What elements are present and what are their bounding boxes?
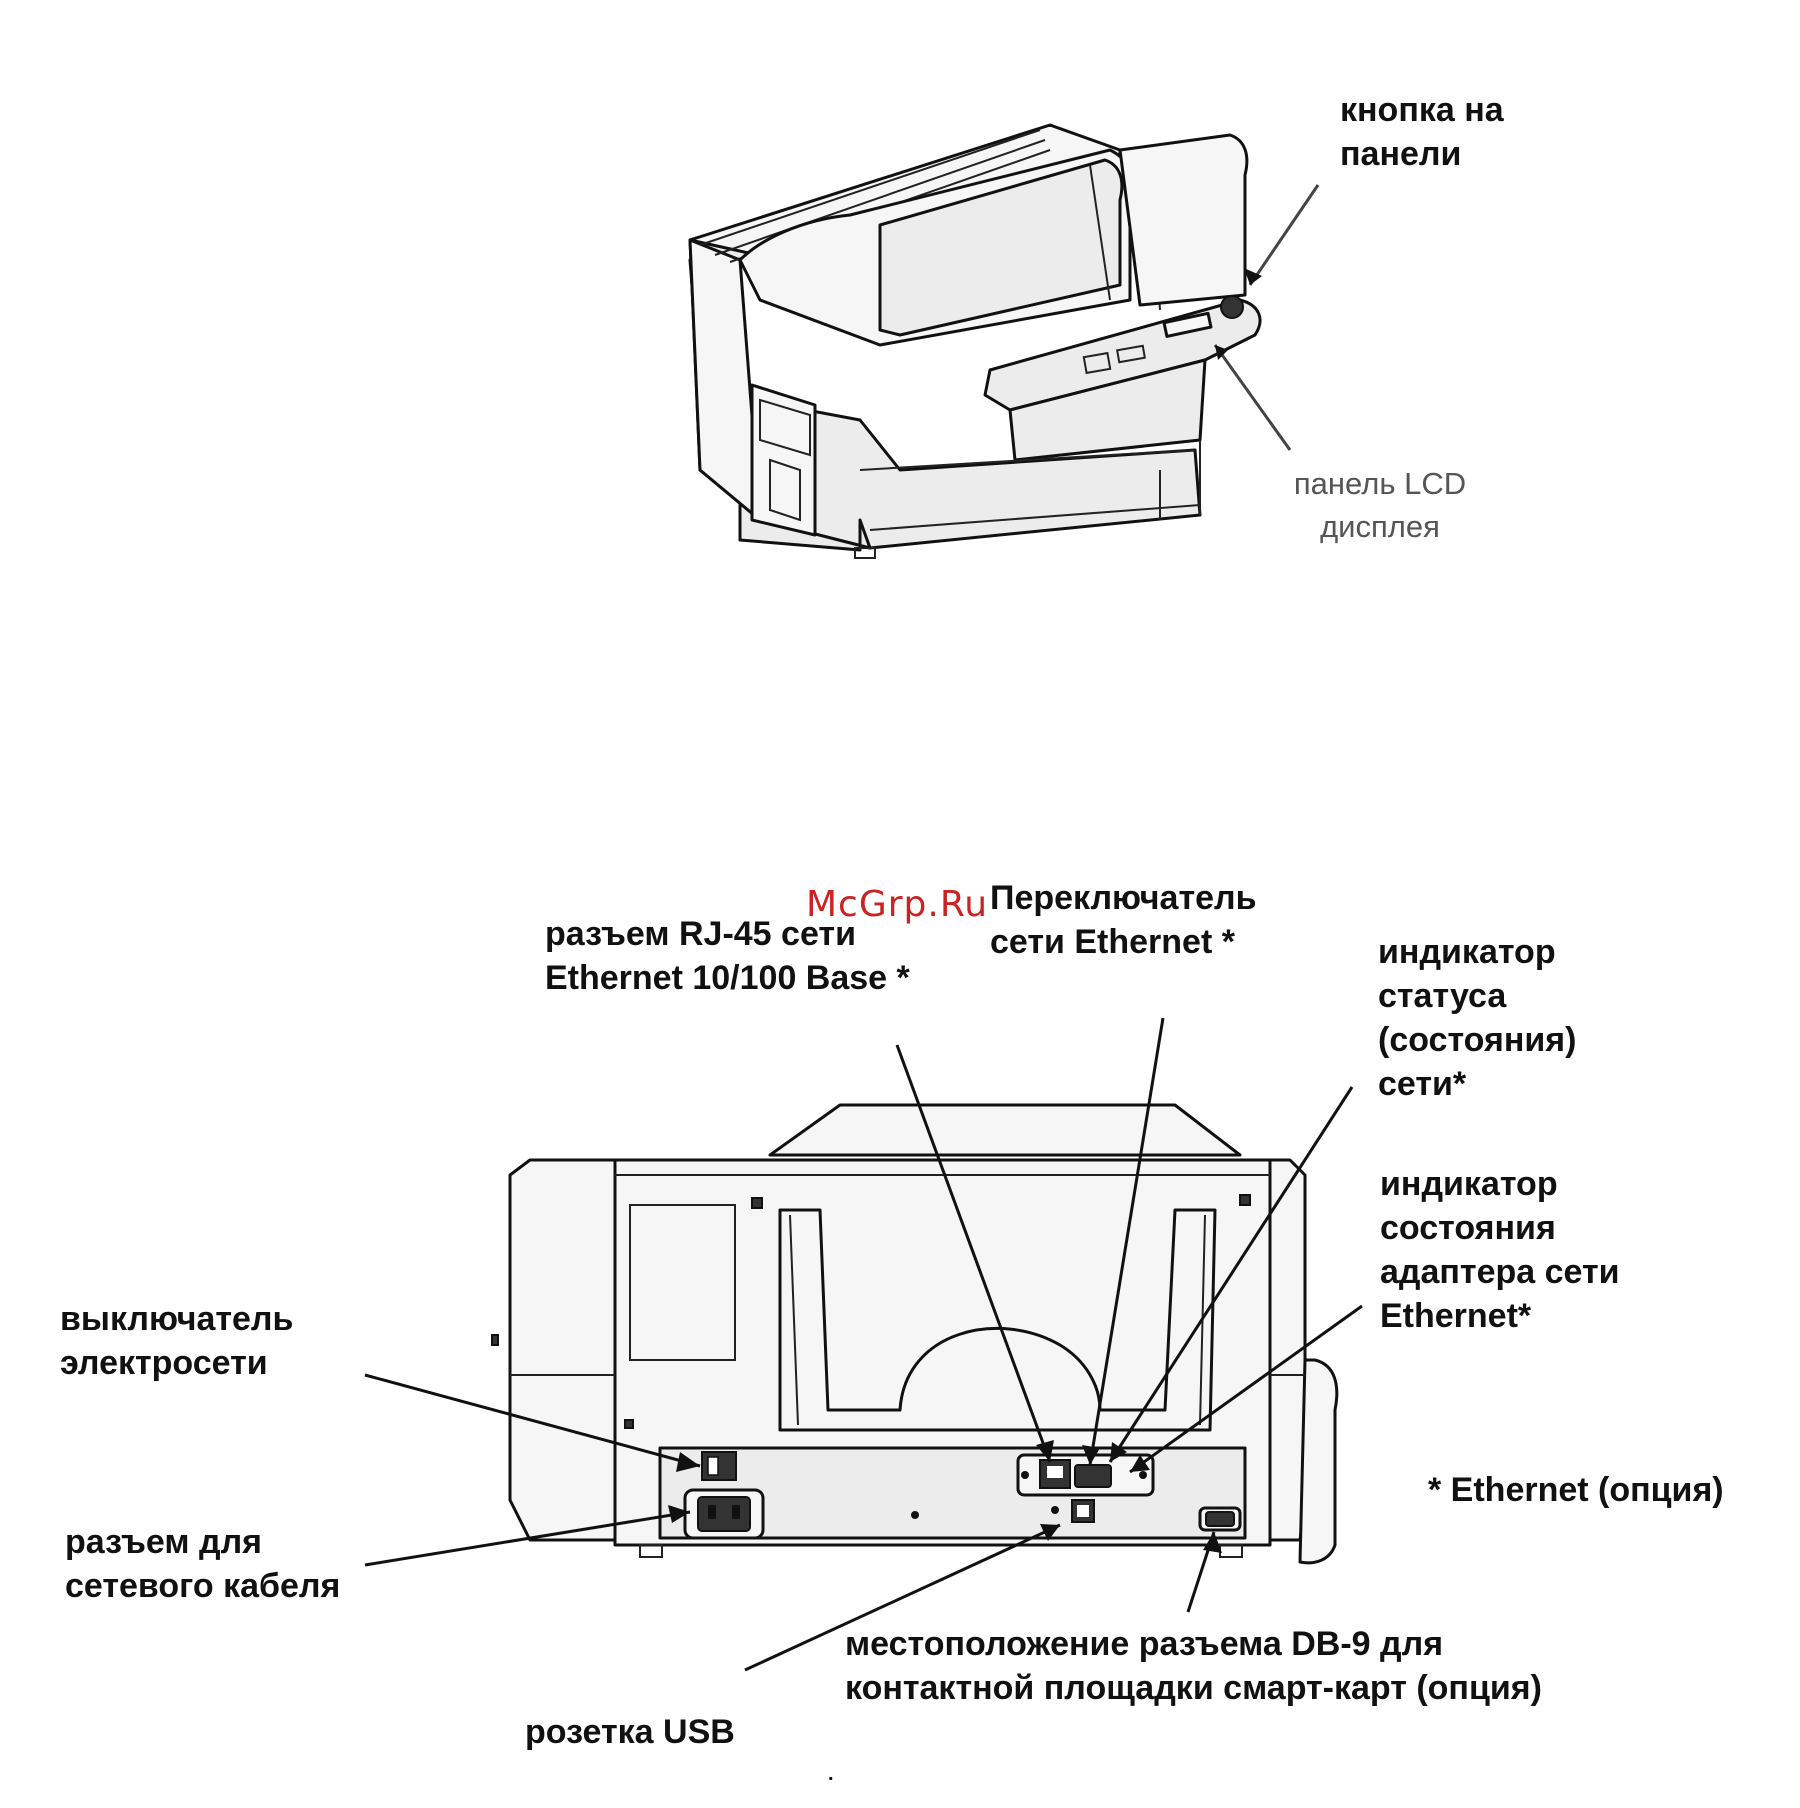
label-line: разъем RJ-45 сети	[545, 915, 856, 953]
label-ethernet-option-note: * Ethernet (опция)	[1428, 1471, 1724, 1509]
label-line: Ethernet*	[1380, 1297, 1532, 1335]
label-line: панель LCD	[1293, 466, 1467, 501]
label-line: электросети	[60, 1344, 268, 1382]
label-line: Переключатель	[990, 879, 1257, 917]
label-line: сети Ethernet *	[990, 923, 1235, 961]
label-line: разъем для	[65, 1523, 263, 1561]
label-net-status-indicator: индикатор статуса (состояния) сети*	[1378, 930, 1576, 1106]
label-panel-button: кнопка на панели	[1340, 88, 1504, 176]
label-line: адаптера сети	[1380, 1253, 1620, 1291]
label-line: дисплея	[1320, 509, 1440, 544]
label-line: сетевого кабеля	[65, 1567, 341, 1605]
label-line: сети*	[1378, 1065, 1467, 1103]
label-line: статуса	[1378, 977, 1507, 1015]
label-line: индикатор	[1378, 933, 1556, 971]
label-lcd-panel: панель LCD дисплея	[1280, 462, 1480, 548]
label-line: контактной площадки смарт-карт (опция)	[845, 1669, 1542, 1707]
label-power-switch: выключатель электросети	[60, 1297, 293, 1385]
label-adapter-status-indicator: индикатор состояния адаптера сети Ethern…	[1380, 1162, 1620, 1338]
printer-front-view	[688, 123, 1320, 559]
printer-rear-view	[364, 1017, 1363, 1672]
label-rj45: разъем RJ-45 сети Ethernet 10/100 Base *	[545, 912, 910, 1000]
label-line: Ethernet 10/100 Base *	[545, 959, 910, 997]
label-ethernet-switch: Переключатель сети Ethernet *	[990, 876, 1257, 964]
label-line: индикатор	[1380, 1165, 1558, 1203]
label-line: кнопка на	[1340, 91, 1504, 129]
label-line: (состояния)	[1378, 1021, 1577, 1059]
footer-mark: .	[828, 1763, 834, 1785]
watermark: McGrp.Ru	[806, 884, 989, 925]
label-line: состояния	[1380, 1209, 1556, 1247]
label-line: панели	[1340, 135, 1462, 173]
label-line: местоположение разъема DB-9 для	[845, 1625, 1444, 1663]
label-power-socket: разъем для сетевого кабеля	[65, 1520, 340, 1608]
label-usb: розетка USB	[525, 1713, 735, 1751]
label-line: выключатель	[60, 1300, 294, 1338]
label-db9: местоположение разъема DB-9 для контактн…	[845, 1622, 1542, 1710]
